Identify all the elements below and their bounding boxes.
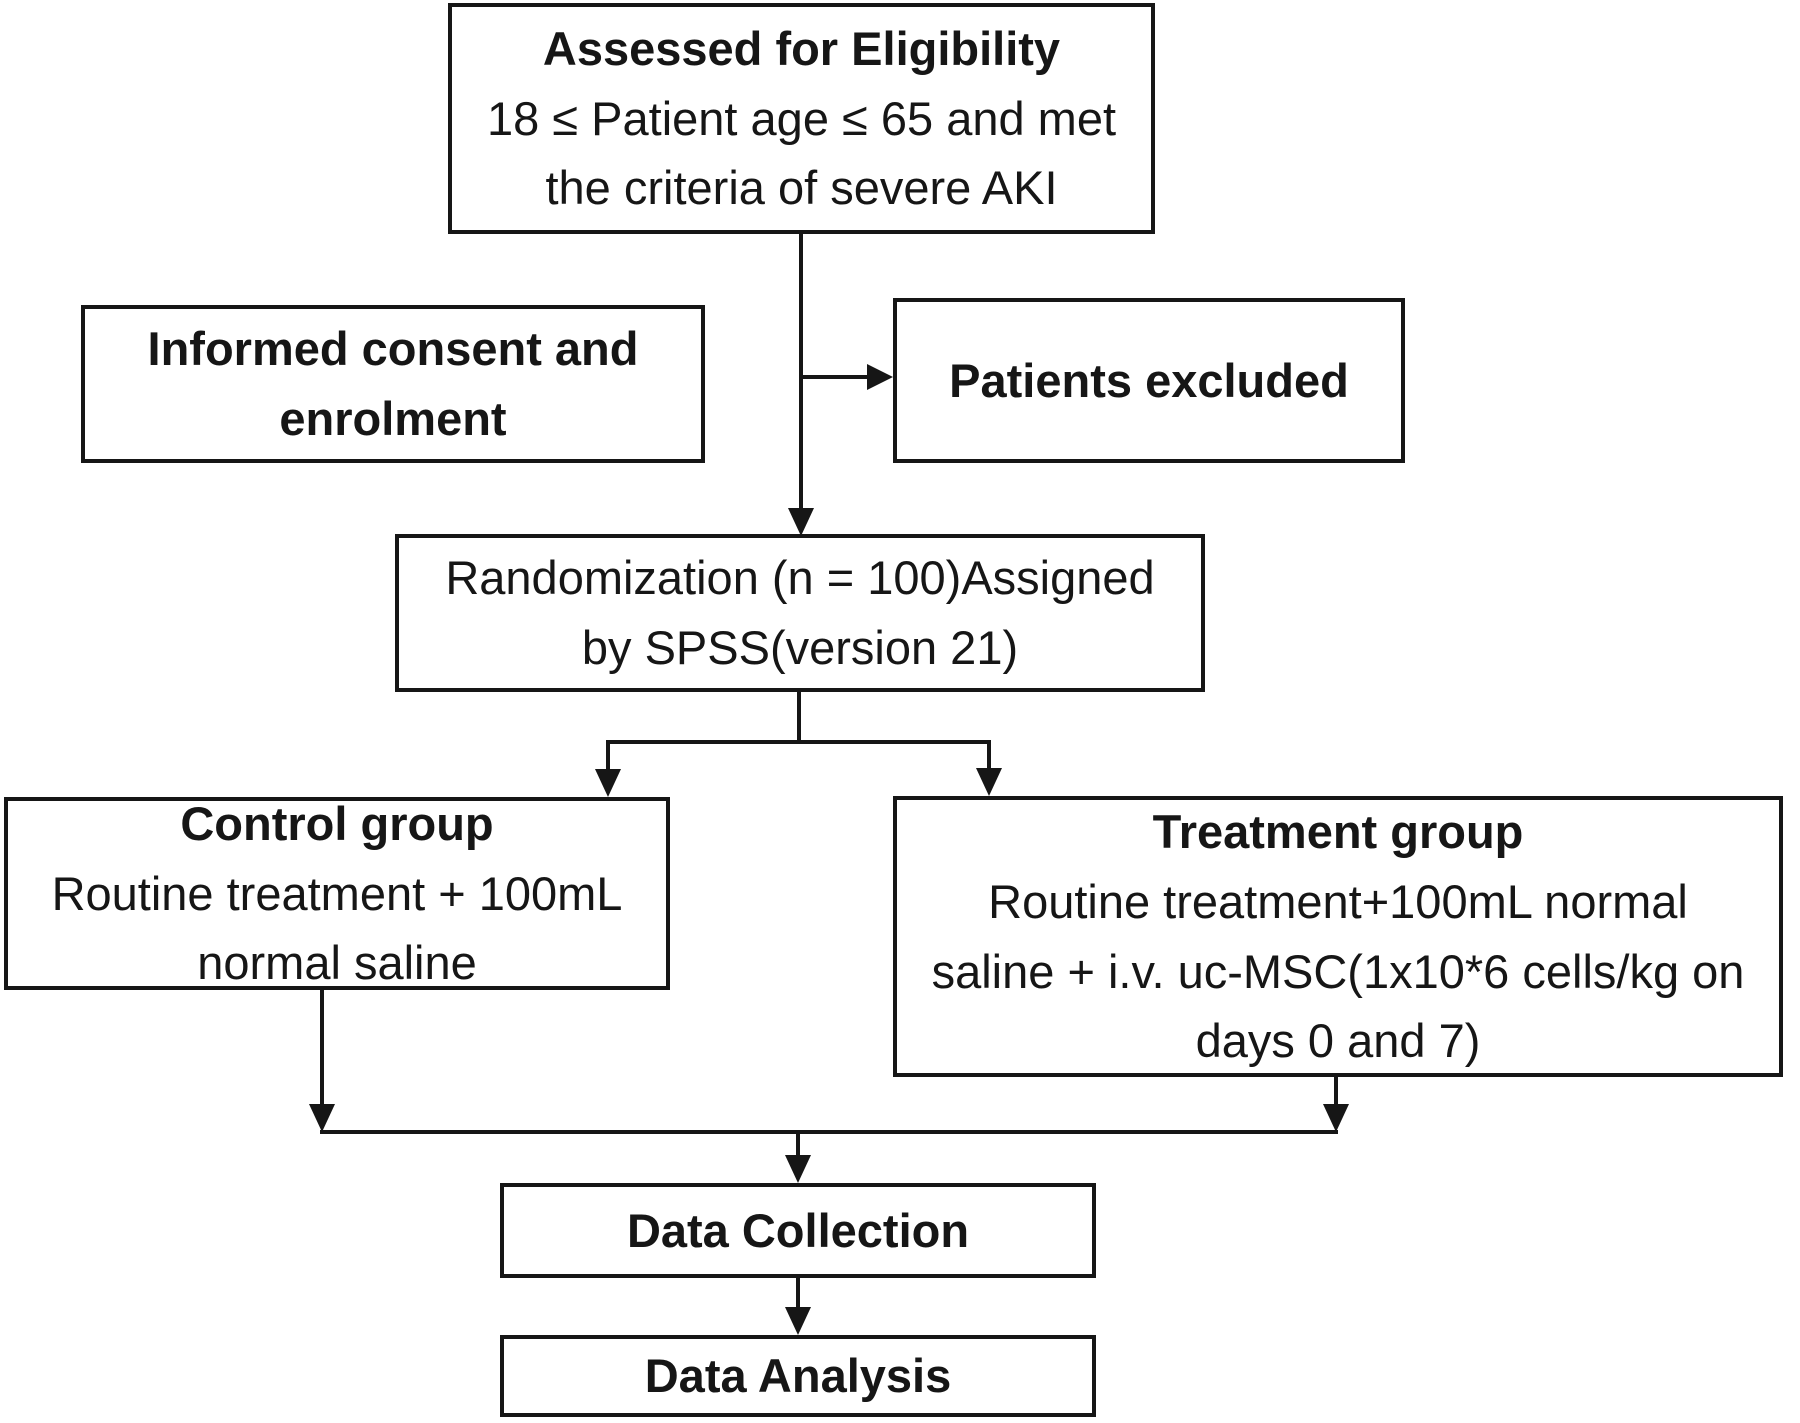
box-patients-excluded: Patients excluded [893,298,1405,463]
arrowhead-treatment [976,768,1002,796]
analysis-title: Data Analysis [644,1349,952,1403]
assessed-line2: the criteria of severe AKI [545,161,1058,215]
consent-line2: enrolment [279,392,507,445]
control-title: Control group [180,797,494,851]
control-line1: Routine treatment + 100mL [51,866,623,920]
assessed-title: Assessed for Eligibility [542,22,1061,76]
arrowhead-collection [785,1155,811,1183]
excluded-title: Patients excluded [949,353,1349,407]
randomization-line2: by SPSS(version 21) [581,621,1019,674]
box-informed-consent: Informed consent and enrolment [81,305,705,463]
treatment-line2: saline + i.v. uc-MSC(1x10*6 cells/kg on [931,944,1745,998]
arrowhead-merge-left [309,1104,335,1132]
arrowhead-randomization [788,508,814,536]
arrowhead-control [595,769,621,797]
randomization-line1: Randomization (n = 100)Assigned [445,551,1155,605]
consent-line1: Informed consent and [147,322,639,376]
arrowhead-excluded [867,364,893,390]
box-assessed-for-eligibility: Assessed for Eligibility 18 ≤ Patient ag… [448,3,1155,234]
box-control-group: Control group Routine treatment + 100mL … [4,797,670,990]
arrowhead-merge-right [1323,1104,1349,1132]
treatment-line1: Routine treatment+100mL normal [988,874,1688,928]
collection-title: Data Collection [626,1203,970,1257]
assessed-line1: 18 ≤ Patient age ≤ 65 and met [486,91,1117,145]
box-randomization: Randomization (n = 100)Assigned by SPSS(… [395,534,1205,692]
arrowhead-analysis [785,1307,811,1335]
box-data-analysis: Data Analysis [500,1335,1096,1417]
treatment-line3: days 0 and 7) [1195,1014,1481,1068]
treatment-title: Treatment group [1152,805,1524,859]
box-treatment-group: Treatment group Routine treatment+100mL … [893,796,1783,1077]
control-line2: normal saline [197,936,477,990]
box-data-collection: Data Collection [500,1183,1096,1278]
